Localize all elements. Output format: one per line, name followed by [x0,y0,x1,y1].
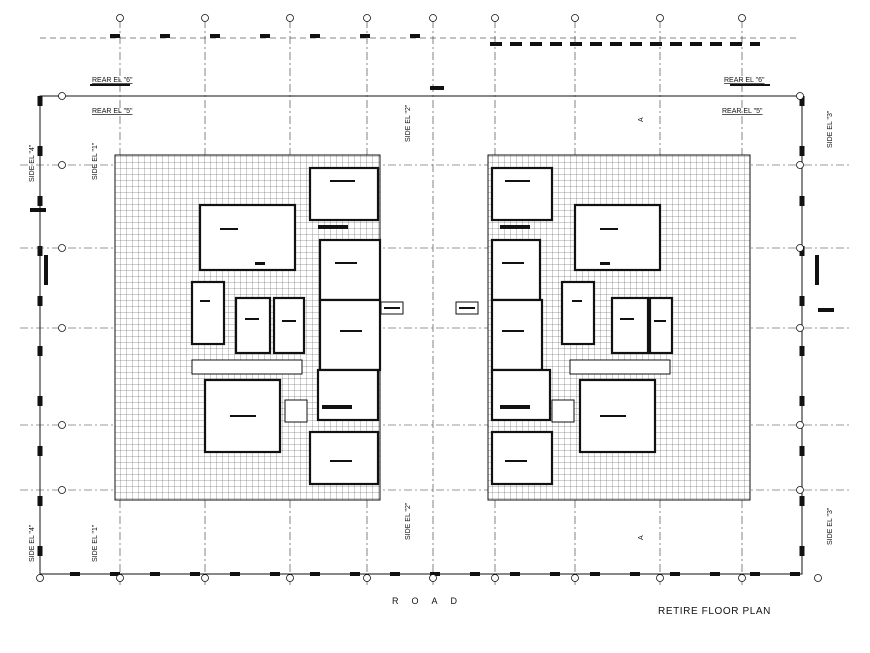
elevation-labels: REAR EL "6" REAR EL "5" REAR EL "6" REAR… [29,77,834,562]
left-interior-marks [200,180,362,462]
site-boundary [37,34,805,576]
right-interior-marks [500,180,666,462]
side-el-2-bottom: SIDE EL "2" [405,502,412,540]
side-el-2-top: SIDE EL "2" [405,104,412,142]
rear-el-5-left: REAR EL "5" [92,108,133,115]
section-a-top: A [638,117,645,122]
left-rooms [190,166,382,486]
rear-el-5-right: REAR EL "5" [722,108,763,115]
left-block [114,154,404,501]
rear-el-6-right: REAR EL "6" [724,77,765,84]
side-el-3-top: SIDE EL "3" [827,110,834,148]
rear-el-6-left: REAR EL "6" [92,77,133,84]
road-label: ROAD [392,596,471,606]
side-el-4-top: SIDE EL "4" [29,144,36,182]
right-block [455,154,751,501]
side-el-1-top: SIDE EL "1" [92,142,99,180]
side-el-3-bottom: SIDE EL "3" [827,507,834,545]
elevation-markers [30,84,834,312]
section-a-bottom: A [638,535,645,540]
right-rooms [490,166,674,486]
side-el-1-bottom: SIDE EL "1" [92,524,99,562]
grid-bubbles [36,14,822,582]
side-el-4-bottom: SIDE EL "4" [29,524,36,562]
drawing-title: RETIRE FLOOR PLAN [658,606,771,617]
